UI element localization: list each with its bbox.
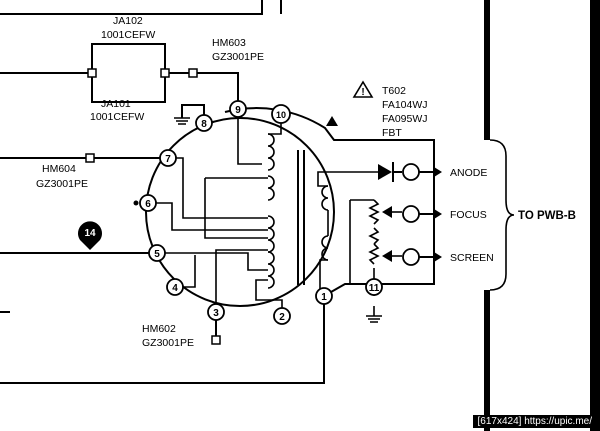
pin-11-circle bbox=[365, 278, 383, 296]
ground-symbol-pin11 bbox=[366, 315, 382, 323]
ja101-ref: JA101 bbox=[101, 98, 131, 110]
pin-6-dot bbox=[133, 200, 139, 206]
pin-9-circle bbox=[229, 100, 247, 118]
int-tap bbox=[204, 178, 268, 239]
diode-symbol bbox=[378, 164, 392, 180]
t602-type: FBT bbox=[382, 127, 402, 139]
hm603-pad bbox=[188, 68, 198, 78]
pin-5-circle bbox=[148, 244, 166, 262]
hm602-pad bbox=[211, 335, 221, 345]
coil-primary-mid bbox=[267, 175, 275, 201]
fbt-body-circle bbox=[145, 117, 335, 307]
ja102-part: 1001CEFW bbox=[101, 29, 155, 41]
hm604-part: GZ3001PE bbox=[36, 178, 88, 190]
wire-to-pin9 bbox=[165, 72, 239, 102]
pin-9-label: 9 bbox=[235, 105, 241, 116]
hm604-pad bbox=[85, 153, 95, 163]
pin-8-circle bbox=[195, 114, 213, 132]
pin-circles bbox=[133, 100, 383, 325]
anode-arrow bbox=[434, 167, 442, 177]
pin-11-label: 11 bbox=[369, 283, 380, 294]
pin-2-circle bbox=[273, 307, 291, 325]
warning-triangle-outline bbox=[352, 80, 374, 98]
screen-arrow bbox=[434, 252, 442, 262]
jumper-pad-right bbox=[160, 68, 170, 78]
ground-symbol-pin8 bbox=[174, 117, 190, 125]
warning-triangle-solid bbox=[326, 116, 338, 126]
t602-part1: FA104WJ bbox=[382, 99, 428, 111]
int-pin6 bbox=[148, 202, 268, 231]
terminal-stubs bbox=[419, 171, 434, 258]
int-pin3 bbox=[215, 249, 268, 312]
watermark: [617x424] https://upic.me/ bbox=[473, 415, 596, 428]
screen-terminal bbox=[402, 248, 420, 266]
coil-primary-bottom bbox=[267, 251, 275, 289]
pin-6-circle bbox=[139, 194, 157, 212]
pin-1-label: 1 bbox=[321, 292, 327, 303]
ja101-part: 1001CEFW bbox=[90, 111, 144, 123]
hm602-part: GZ3001PE bbox=[142, 337, 194, 349]
top-frame-wire bbox=[0, 0, 263, 15]
anode-terminal bbox=[402, 163, 420, 181]
focus-label: FOCUS bbox=[450, 209, 487, 221]
pin-3-label: 3 bbox=[213, 308, 219, 319]
pin-3-circle bbox=[207, 303, 225, 321]
pin-10-circle bbox=[271, 104, 291, 124]
int-pin5 bbox=[157, 252, 268, 271]
pin-8-label: 8 bbox=[201, 119, 207, 130]
destination-label: TO PWB-B bbox=[518, 210, 576, 222]
pin8-ground-wire bbox=[181, 104, 205, 123]
ja102-ref: JA102 bbox=[113, 15, 143, 27]
hm602-ref: HM602 bbox=[142, 323, 176, 335]
right-border-bottom bbox=[484, 290, 490, 431]
jumper-pad-left bbox=[87, 68, 97, 78]
page-right-edge bbox=[590, 0, 600, 431]
hm603-ref: HM603 bbox=[212, 37, 246, 49]
focus-wiper-arrow bbox=[382, 206, 392, 218]
sec-to-pin1 bbox=[319, 259, 330, 291]
wire-bottom-return bbox=[0, 300, 325, 384]
focus-terminal bbox=[402, 205, 420, 223]
output-brace bbox=[489, 139, 515, 291]
sec-to-diode bbox=[317, 171, 378, 187]
pin-6-label: 6 bbox=[145, 199, 151, 210]
pin-1-circle bbox=[315, 287, 333, 305]
pin-4-circle bbox=[166, 278, 184, 296]
pin-7-label: 7 bbox=[165, 154, 171, 165]
anode-label: ANODE bbox=[450, 167, 487, 179]
hm603-part: GZ3001PE bbox=[212, 51, 264, 63]
location-marker-14 bbox=[78, 221, 102, 250]
coil-secondary-upper bbox=[321, 185, 329, 211]
screen-label: SCREEN bbox=[450, 252, 494, 264]
resistor-focus bbox=[368, 199, 380, 225]
int-pin7 bbox=[168, 157, 268, 219]
resistor-mid bbox=[368, 227, 380, 245]
pin-7-circle bbox=[159, 149, 177, 167]
pin-10-label: 10 bbox=[276, 110, 286, 120]
warning-exclamation: ! bbox=[361, 87, 364, 98]
coil-secondary-lower bbox=[321, 235, 329, 261]
screen-wiper-arrow bbox=[382, 250, 392, 262]
coil-primary-upper bbox=[267, 133, 275, 171]
t602-part2: FA095WJ bbox=[382, 113, 428, 125]
pin-2-label: 2 bbox=[279, 312, 285, 323]
pin-5-label: 5 bbox=[154, 249, 160, 260]
marker-label: 14 bbox=[84, 228, 96, 239]
int-pin2 bbox=[255, 279, 283, 316]
int-pin9 bbox=[237, 112, 262, 165]
wire-pin1-to-bus bbox=[323, 262, 435, 297]
coil-primary-lower bbox=[267, 215, 275, 253]
t602-ref: T602 bbox=[382, 85, 406, 97]
right-border-top bbox=[484, 0, 490, 140]
pin-4-label: 4 bbox=[172, 283, 178, 294]
jumper-block bbox=[91, 43, 166, 103]
resistor-screen bbox=[368, 243, 380, 265]
focus-arrow bbox=[434, 209, 442, 219]
hm604-ref: HM604 bbox=[42, 163, 76, 175]
